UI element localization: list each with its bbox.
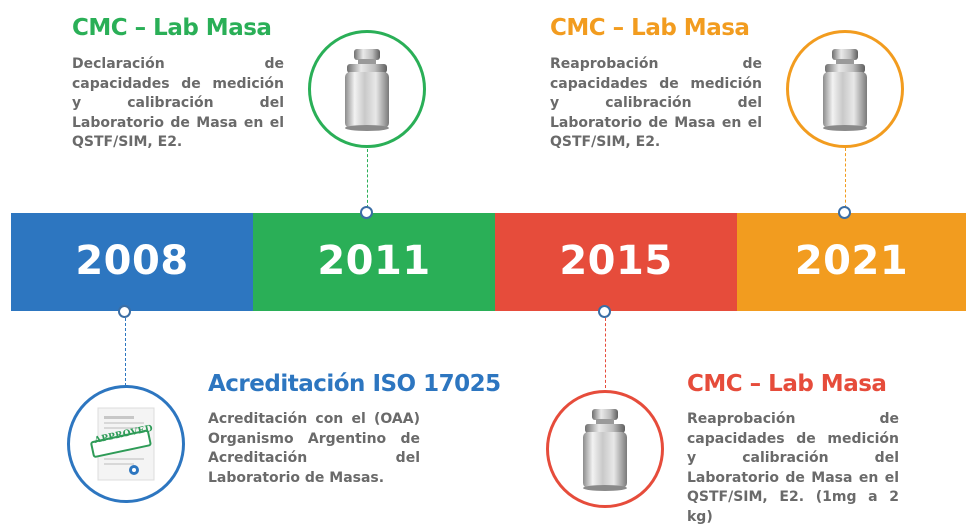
year-label-2021: 2021 [794, 238, 909, 284]
connector-line-2008 [125, 318, 126, 386]
icon-circle-2015 [546, 390, 664, 508]
event-description-2011: Declaración de capacidades de medición y… [72, 56, 284, 150]
timeline-segment-2008: 2008 [11, 213, 253, 311]
year-label-2015: 2015 [559, 238, 673, 284]
event-title-2015: CMC – Lab Masa [687, 371, 887, 397]
icon-circle-2011 [308, 30, 426, 148]
connector-dot-2021 [838, 206, 851, 219]
connector-dot-2015 [598, 305, 611, 318]
event-description-2015: Reaprobación de capacidades de medición … [687, 411, 899, 525]
event-description-2008: Acreditación con el (OAA) Organismo Arge… [208, 411, 420, 486]
connector-dot-2011 [360, 206, 373, 219]
mass-weight-icon [345, 49, 389, 131]
connector-dot-2008 [118, 305, 131, 318]
event-title-2008: Acreditación ISO 17025 [208, 371, 501, 397]
connector-line-2011 [367, 149, 368, 213]
connector-line-2021 [845, 148, 846, 213]
timeline-segment-2011: 2011 [253, 213, 495, 311]
event-title-2021: CMC – Lab Masa [550, 15, 750, 41]
connector-line-2015 [605, 318, 606, 388]
approved-document-icon [90, 407, 155, 481]
event-title-2011: CMC – Lab Masa [72, 15, 272, 41]
icon-circle-2008 [67, 385, 185, 503]
icon-circle-2021 [786, 30, 904, 148]
year-label-2008: 2008 [75, 238, 189, 284]
year-label-2011: 2011 [317, 238, 431, 284]
event-description-2021: Reaprobación de capacidades de medición … [550, 56, 762, 150]
timeline-segment-2015: 2015 [495, 213, 737, 311]
mass-weight-icon [583, 409, 627, 491]
mass-weight-icon [823, 49, 867, 131]
timeline-segment-2021: 2021 [737, 213, 966, 311]
